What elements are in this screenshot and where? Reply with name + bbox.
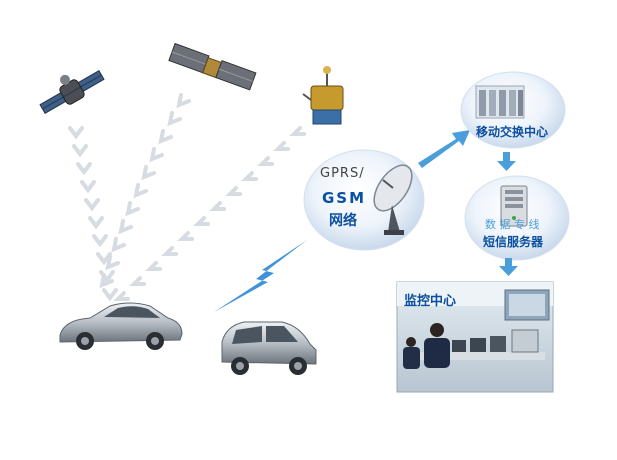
arrow-icon <box>499 258 518 276</box>
gsm-label-line2: GSM <box>322 189 367 207</box>
car-icon <box>59 302 183 350</box>
sms-server-label-line2: 短信服务器 <box>483 235 544 249</box>
satellite-icon <box>168 42 257 91</box>
satellite-icon <box>39 69 105 115</box>
arrow-icon <box>497 152 516 171</box>
switch-center-label: 移动交换中心 <box>476 125 549 139</box>
gsm-label-line3: 网络 <box>329 213 357 229</box>
monitoring-center-image <box>396 281 554 393</box>
arrow-icon <box>418 130 470 168</box>
signal-trail-2 <box>99 93 191 289</box>
lightning-icon <box>214 240 307 312</box>
signal-trail-3 <box>113 126 306 301</box>
sms-server-label-line1: 数 据 专 线 <box>485 218 540 231</box>
satellite-icon <box>302 66 344 125</box>
signal-trail-1 <box>68 126 118 302</box>
server-icon <box>500 185 528 227</box>
car-icon <box>221 321 317 375</box>
gsm-network-node <box>303 149 425 251</box>
dish-antenna-icon <box>373 164 413 235</box>
server-room-image <box>475 85 525 119</box>
gsm-label-line1: GPRS/ <box>320 166 365 181</box>
monitoring-center-label: 监控中心 <box>404 294 457 309</box>
